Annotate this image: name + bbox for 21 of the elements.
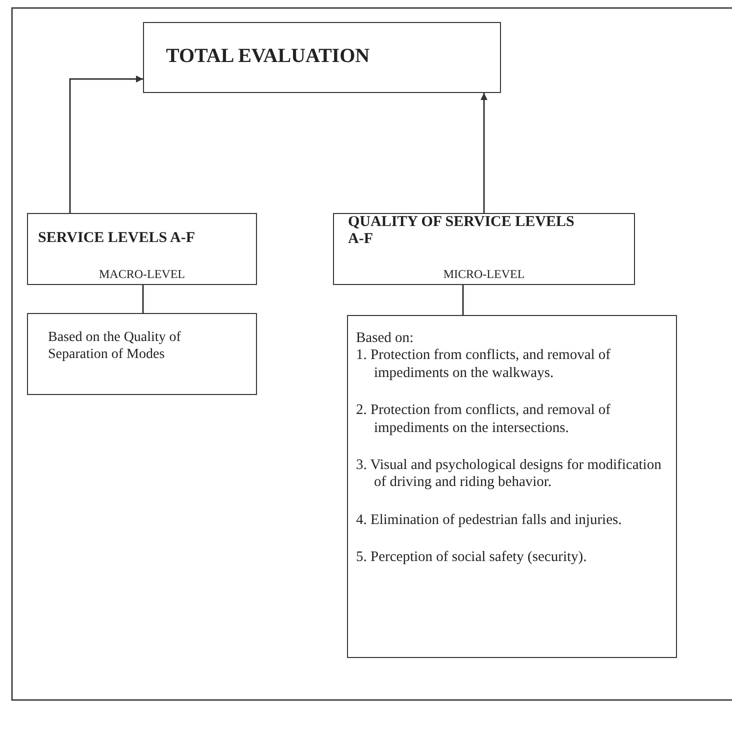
evaluation-box [143,22,501,93]
box-title: SERVICE LEVELS A-F [38,230,196,247]
list-intro: Based on: [356,330,415,348]
level-label: MACRO-LEVEL [98,267,186,282]
arrow [69,76,143,213]
box-title: QUALITY OF SERVICE LEVELS A-F [348,214,576,247]
list-item: 5. Perception of social safety (security). [356,549,588,567]
list-item: 4. Elimination of pedestrian falls and injuries. [356,512,623,530]
level-label: MICRO-LEVEL [442,267,526,282]
criteria-box [347,315,677,658]
level-box [27,213,257,285]
list-item: 3. Visual and psychological designs for modification of driving and riding behavior. [356,456,662,492]
arrow [480,93,488,213]
description-box [27,313,257,395]
level-box [333,213,635,285]
description-text: Based on the Quality of Separation of Modes [48,330,182,364]
list-item: 1. Protection from conflicts, and removal of impediments on the walkways. [356,347,612,382]
connector-line [462,285,464,315]
connector-line [142,285,144,313]
list-item: 2. Protection from conflicts, and removal of impediments on the intersections. [356,402,612,437]
heading: TOTAL EVALUATION [166,45,370,68]
